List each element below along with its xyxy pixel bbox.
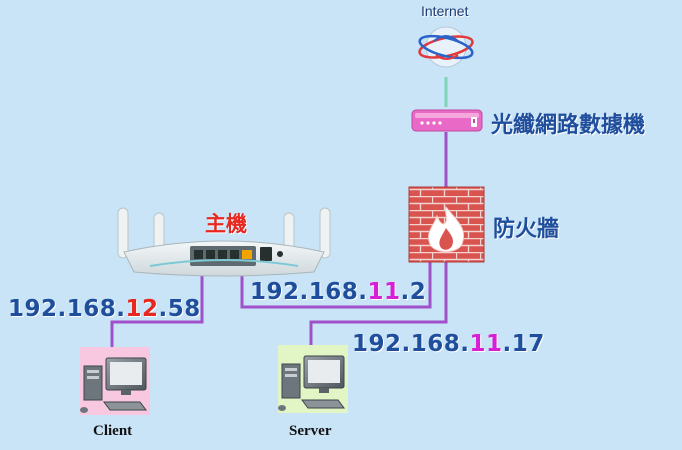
client-ip-suffix: .58 — [158, 296, 201, 322]
server-ip-label: 192.168.11.17 — [352, 331, 545, 357]
internet-label: Internet — [421, 3, 469, 19]
firewall-label: 防火牆 — [493, 217, 560, 242]
router-firewall-link — [240, 262, 432, 309]
router-wan-ip-suffix: .2 — [400, 279, 427, 305]
server-computer — [278, 345, 348, 413]
globe-icon — [418, 26, 474, 68]
router-wan-ip-label: 192.168.11.2 — [250, 279, 426, 305]
router-icon — [117, 207, 331, 277]
server-ip-subnet: 11 — [469, 331, 503, 357]
firewall-server-link — [309, 262, 448, 345]
server-ip-prefix: 192.168. — [352, 331, 470, 357]
computer-icon — [278, 355, 345, 411]
router-wan-ip-subnet: 11 — [367, 279, 401, 305]
client-ip-label: 192.168.12.58 — [8, 296, 201, 322]
client-ip-subnet: 12 — [125, 296, 159, 322]
router-client-link — [110, 262, 204, 347]
firewall-icon — [408, 186, 485, 263]
server-label: Server — [289, 423, 332, 439]
fiber-modem-label: 光纖網路數據機 — [491, 113, 646, 138]
connection-lines — [110, 77, 448, 347]
server-ip-suffix: .17 — [502, 331, 545, 357]
client-label: Client — [93, 423, 133, 439]
modem-icon — [411, 109, 483, 132]
computer-icon — [80, 357, 147, 413]
client-ip-prefix: 192.168. — [8, 296, 126, 322]
router-wan-ip-prefix: 192.168. — [250, 279, 368, 305]
client-computer — [80, 347, 150, 415]
host-label: 主機 — [205, 212, 247, 236]
